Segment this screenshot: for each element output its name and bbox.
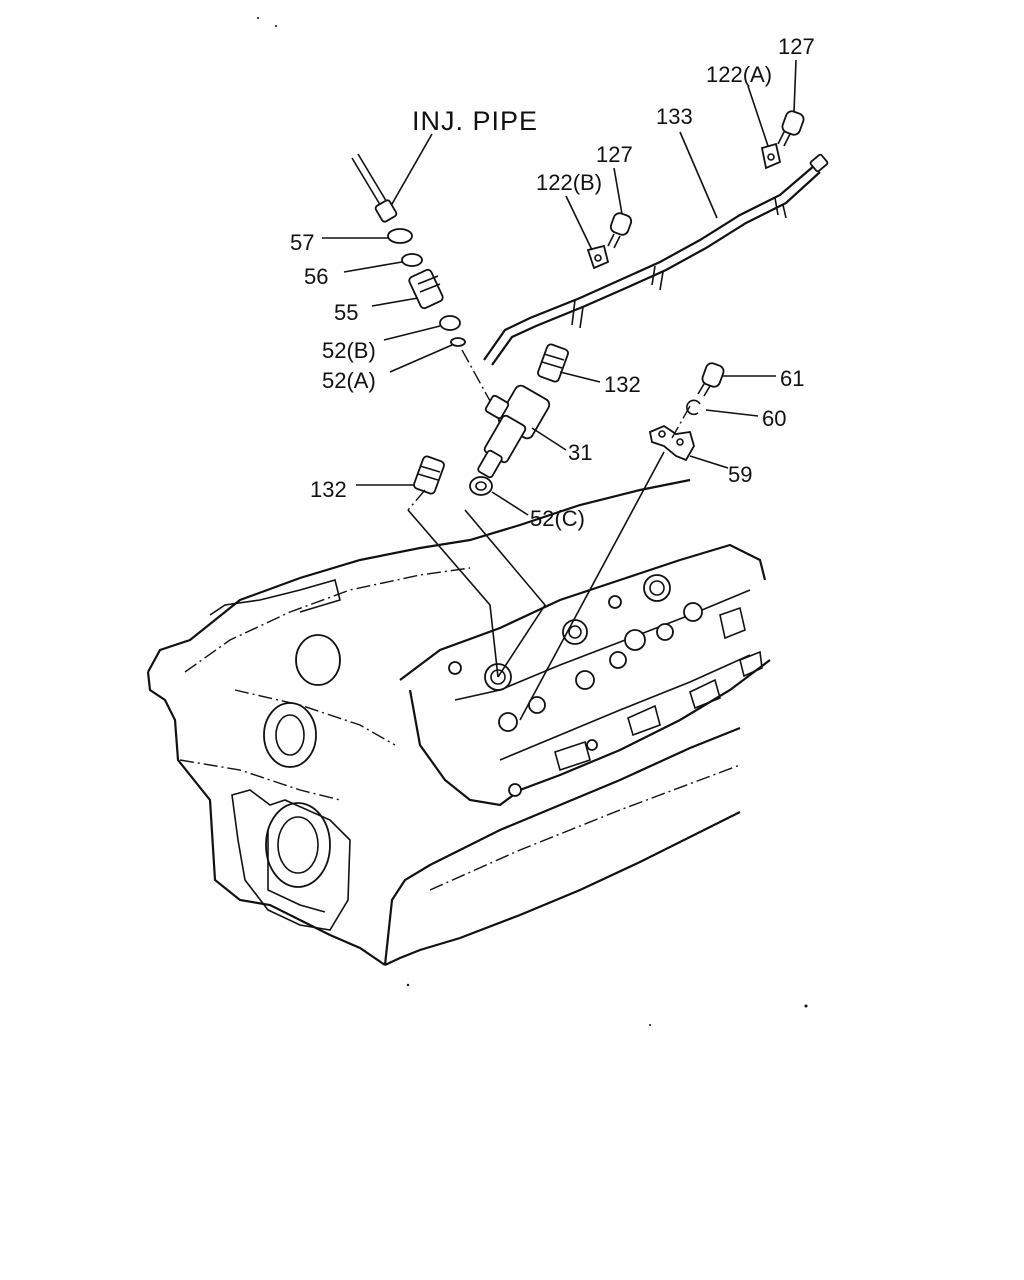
part-122a [747, 85, 782, 170]
label-61: 61 [780, 366, 804, 391]
part-127-mid [607, 167, 633, 249]
part-127-top [777, 59, 805, 147]
label-52b: 52(B) [322, 338, 376, 363]
part-61 [697, 362, 776, 397]
label-132-right: 132 [604, 372, 641, 397]
part-56 [343, 253, 423, 273]
crank-bore [265, 802, 331, 888]
part-132-right [537, 343, 601, 383]
label-122b: 122(B) [536, 170, 602, 195]
part-133 [483, 131, 829, 366]
part-122b [565, 195, 610, 270]
part-52a [389, 337, 466, 373]
part-132-left [356, 455, 445, 495]
cylinder-bore [295, 634, 341, 686]
label-59: 59 [728, 462, 752, 487]
part-60 [686, 399, 759, 417]
engine-block [146, 478, 771, 966]
crank-bore [277, 816, 319, 874]
injector-bore [643, 574, 671, 602]
part-52b [383, 315, 461, 341]
label-133: 133 [656, 104, 693, 129]
label-31: 31 [568, 440, 592, 465]
label-57: 57 [290, 230, 314, 255]
part-52c [469, 476, 529, 516]
label-60: 60 [762, 406, 786, 431]
label-52a: 52(A) [322, 368, 376, 393]
label-132-left: 132 [310, 477, 347, 502]
label-122a: 122(A) [706, 62, 772, 87]
label-55: 55 [334, 300, 358, 325]
injection-pipe [351, 133, 433, 223]
label-inj-pipe: INJ. PIPE [412, 106, 538, 136]
cylinder-bore [275, 714, 305, 756]
cylinder-bore [263, 702, 317, 768]
part-55 [371, 268, 444, 310]
label-127-top: 127 [778, 34, 815, 59]
label-52c: 52(C) [530, 506, 585, 531]
label-56: 56 [304, 264, 328, 289]
part-57 [322, 228, 413, 244]
part-59 [648, 424, 729, 469]
injector-bore [562, 619, 588, 645]
part-31 [477, 384, 567, 479]
label-127-mid: 127 [596, 142, 633, 167]
